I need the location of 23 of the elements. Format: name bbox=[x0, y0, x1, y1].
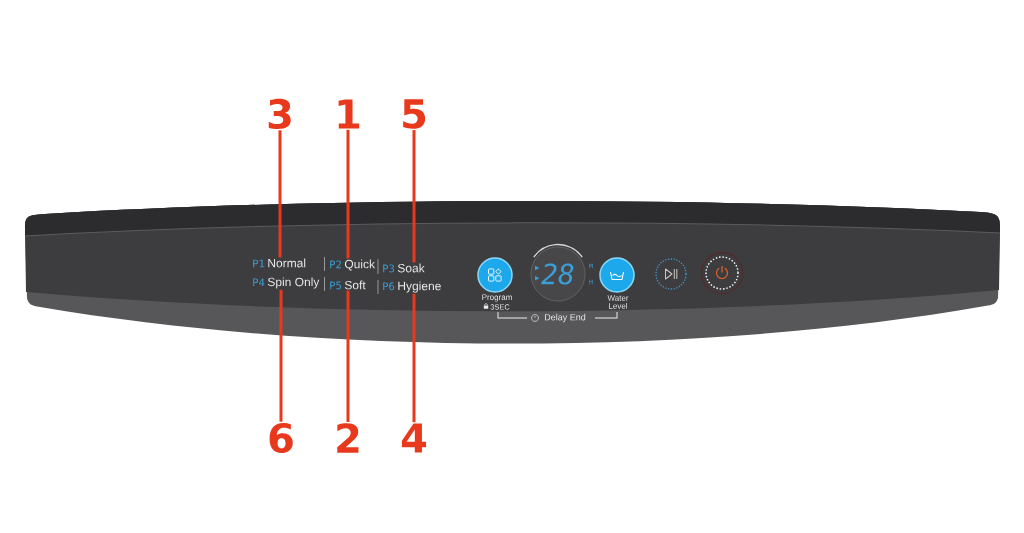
button-label: Water Level bbox=[607, 295, 629, 309]
program-label: P6 Hygiene bbox=[383, 281, 441, 293]
callout-number: 1 bbox=[338, 99, 360, 129]
leader-line bbox=[412, 130, 416, 263]
program-label: P2 Quick bbox=[330, 259, 376, 271]
leader-line bbox=[278, 130, 282, 258]
display-window: 28 bbox=[530, 243, 586, 302]
program-label: P4 Spin Only bbox=[253, 277, 320, 289]
program-label: P5 Soft bbox=[330, 280, 366, 290]
button-label: Program bbox=[482, 294, 512, 302]
leader-line bbox=[346, 290, 350, 422]
bracket-label: Delay End bbox=[545, 313, 586, 323]
callout-number: 5 bbox=[403, 99, 426, 129]
leader-line bbox=[279, 289, 283, 422]
leader-line bbox=[412, 293, 416, 423]
program-label: P1 Normal bbox=[253, 258, 306, 268]
leader-line bbox=[346, 129, 350, 259]
callout-number: 2 bbox=[337, 423, 359, 453]
callout-number: 6 bbox=[269, 422, 293, 454]
control-panel bbox=[24, 201, 1001, 344]
program-label: P3 Soak bbox=[383, 263, 425, 273]
callout-number: 3 bbox=[268, 98, 291, 130]
callout-number: 4 bbox=[401, 423, 427, 453]
